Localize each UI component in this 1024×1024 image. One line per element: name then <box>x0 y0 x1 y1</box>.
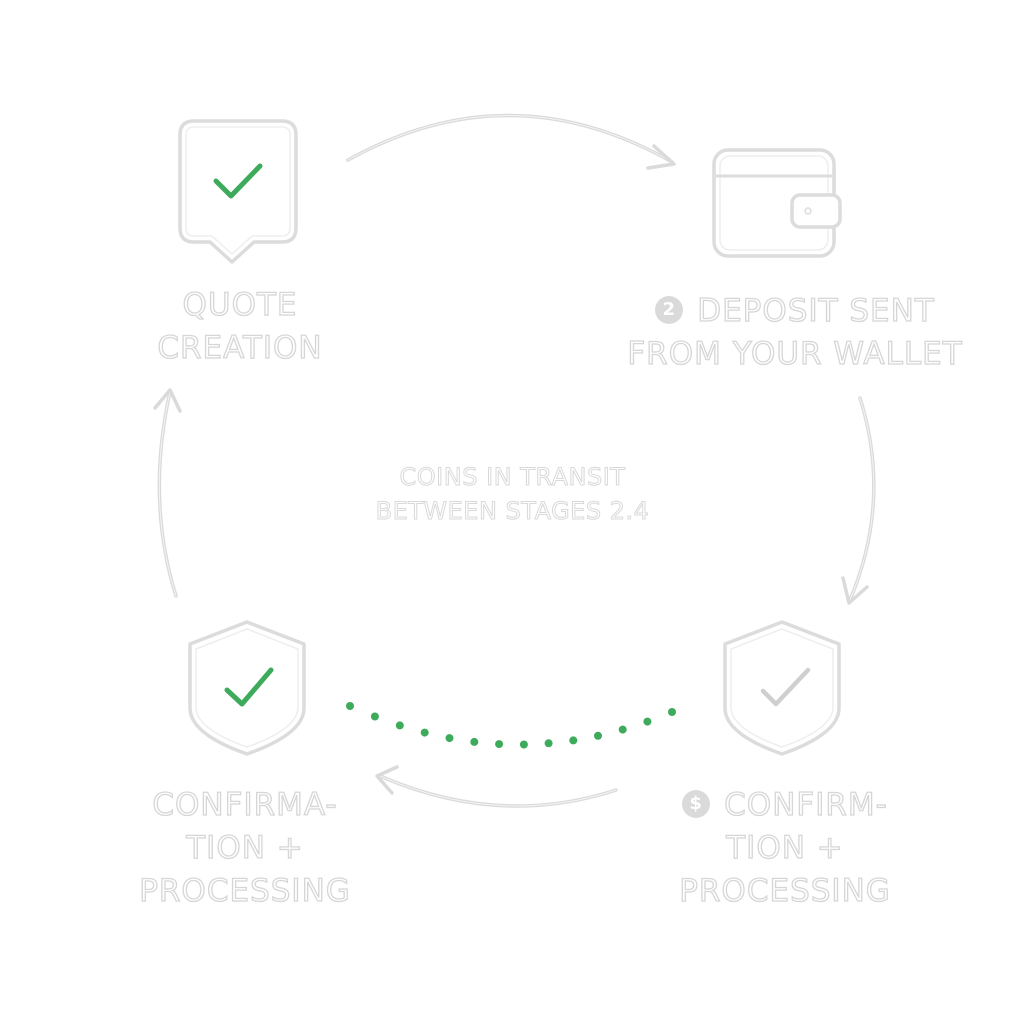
arrow-deposit-to-confirm <box>841 396 876 605</box>
center-label-line: BETWEEN STAGES 2.4 <box>375 497 650 526</box>
transit-dot <box>544 739 553 748</box>
stage-label-line: FROM YOUR WALLET <box>627 335 963 372</box>
stage-label-line: PROCESSING <box>139 872 351 909</box>
stage-3-check-mark <box>760 667 811 707</box>
stage-1-check-mark <box>213 163 263 199</box>
stage-4-check-mark <box>224 667 274 707</box>
transit-dot <box>668 708 676 716</box>
transit-dot <box>643 717 652 726</box>
stage-label-line: CREATION <box>157 329 323 366</box>
center-label-line: COINS IN TRANSIT <box>399 463 626 492</box>
stage-label-line: QUOTE <box>182 286 298 323</box>
stage-label-confirm-right: $ CONFIRM- TION + PROCESSING <box>640 784 930 913</box>
stage-label-line: CONFIRMA- <box>152 786 338 823</box>
transit-dot <box>370 712 379 721</box>
arrow-quote-to-deposit <box>346 113 676 170</box>
transit-dot <box>445 734 454 743</box>
stage-label-first-line: $ CONFIRM- <box>640 784 930 827</box>
transit-dot <box>495 740 504 749</box>
transit-dot <box>594 731 602 740</box>
stage-label-line: TION + <box>726 829 844 866</box>
arrow-confirm-to-confirm <box>375 765 618 808</box>
step-2-badge: 2 <box>655 295 684 324</box>
stage-label-line: DEPOSIT SENT <box>697 292 935 329</box>
wallet-icon <box>712 148 842 258</box>
stage-label-deposit: 2 DEPOSIT SENT FROM YOUR WALLET <box>620 290 970 376</box>
shield-check-icon <box>723 620 841 756</box>
center-transit-label: COINS IN TRANSIT BETWEEN STAGES 2.4 <box>340 460 685 528</box>
transit-dot <box>395 721 404 730</box>
stage-label-line: TION + <box>186 829 304 866</box>
stage-label-first-line: 2 DEPOSIT SENT <box>620 290 970 333</box>
transit-dot <box>618 725 627 734</box>
shield-check-icon <box>188 620 306 756</box>
stage-label-quote: QUOTE CREATION <box>120 284 360 370</box>
speech-check-icon <box>178 119 298 264</box>
stage-label-confirm-left: CONFIRMA- TION + PROCESSING <box>110 784 380 913</box>
transit-dot <box>346 702 354 710</box>
arrow-confirm-to-quote <box>153 388 182 598</box>
transit-dot <box>420 728 429 737</box>
stage-label-line: CONFIRM- <box>724 786 888 823</box>
stage-label-line: PROCESSING <box>679 872 891 909</box>
transit-dot <box>569 736 578 745</box>
transit-dot <box>470 737 479 746</box>
dollar-badge: $ <box>682 789 711 818</box>
transit-dot <box>519 740 528 749</box>
transit-dotted-path <box>346 702 676 749</box>
